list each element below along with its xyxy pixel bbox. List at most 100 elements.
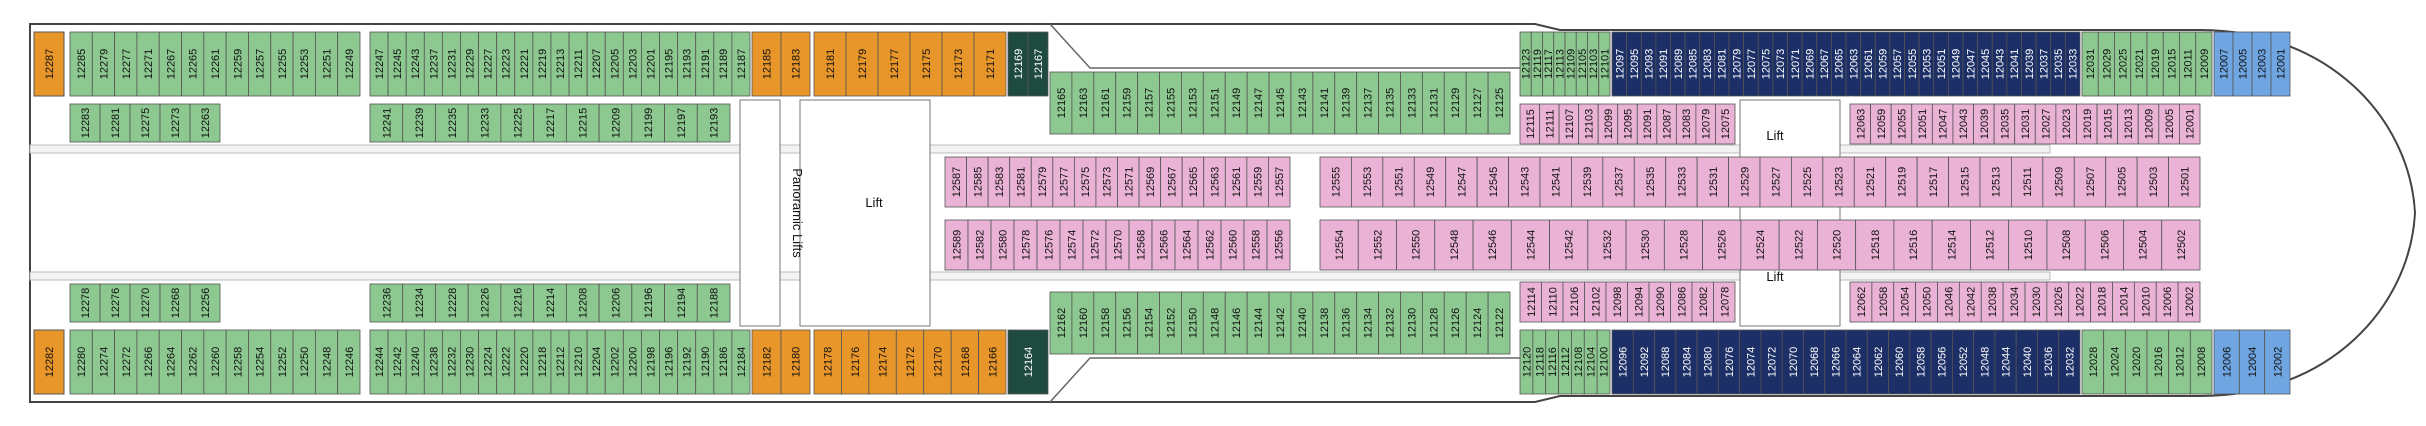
cabin-12189[interactable]: 12189 <box>713 31 733 97</box>
cabin-12184[interactable]: 12184 <box>731 329 751 395</box>
cabin-12075[interactable]: 12075 <box>1715 103 1736 145</box>
cabin-12281[interactable]: 12281 <box>99 103 131 143</box>
cabin-12046[interactable]: 12046 <box>1937 281 1960 323</box>
cabin-12103[interactable]: 12103 <box>1578 103 1599 145</box>
cabin-12232[interactable]: 12232 <box>441 329 461 395</box>
cabin-12083[interactable]: 12083 <box>1675 103 1697 145</box>
cabin-12259[interactable]: 12259 <box>225 31 249 97</box>
cabin-12218[interactable]: 12218 <box>532 329 552 395</box>
cabin-12504[interactable]: 12504 <box>2123 219 2163 271</box>
cabin-12106[interactable]: 12106 <box>1562 281 1585 323</box>
cabin-12067[interactable]: 12067 <box>1816 31 1832 97</box>
cabin-12532[interactable]: 12532 <box>1587 219 1627 271</box>
cabin-12054[interactable]: 12054 <box>1893 281 1917 323</box>
cabin-12079[interactable]: 12079 <box>1695 103 1716 145</box>
cabin-12029[interactable]: 12029 <box>2097 31 2115 97</box>
cabin-12002[interactable]: 12002 <box>2177 281 2201 323</box>
cabin-12084[interactable]: 12084 <box>1675 329 1698 395</box>
cabin-12072[interactable]: 12072 <box>1760 329 1783 395</box>
cabin-12568[interactable]: 12568 <box>1128 219 1153 271</box>
cabin-12127[interactable]: 12127 <box>1465 71 1489 135</box>
cabin-12205[interactable]: 12205 <box>604 31 624 97</box>
cabin-12088[interactable]: 12088 <box>1654 329 1677 395</box>
cabin-12543[interactable]: 12543 <box>1508 156 1541 208</box>
cabin-12523[interactable]: 12523 <box>1822 156 1855 208</box>
cabin-12056[interactable]: 12056 <box>1930 329 1953 395</box>
cabin-12243[interactable]: 12243 <box>405 31 425 97</box>
cabin-12501[interactable]: 12501 <box>2168 156 2201 208</box>
cabin-12254[interactable]: 12254 <box>248 329 272 395</box>
cabin-12558[interactable]: 12558 <box>1243 219 1268 271</box>
cabin-12144[interactable]: 12144 <box>1246 291 1270 355</box>
cabin-12111[interactable]: 12111 <box>1539 103 1560 145</box>
cabin-12102[interactable]: 12102 <box>1584 281 1607 323</box>
cabin-12136[interactable]: 12136 <box>1334 291 1358 355</box>
cabin-12119[interactable]: 12119 <box>1530 31 1544 97</box>
cabin-12570[interactable]: 12570 <box>1105 219 1130 271</box>
cabin-12055[interactable]: 12055 <box>1904 31 1920 97</box>
cabin-12264[interactable]: 12264 <box>158 329 182 395</box>
cabin-12146[interactable]: 12146 <box>1224 291 1248 355</box>
cabin-12563[interactable]: 12563 <box>1203 156 1226 208</box>
cabin-12263[interactable]: 12263 <box>189 103 221 143</box>
cabin-12537[interactable]: 12537 <box>1602 156 1635 208</box>
cabin-12123[interactable]: 12123 <box>1519 31 1533 97</box>
cabin-12503[interactable]: 12503 <box>2136 156 2169 208</box>
cabin-12241[interactable]: 12241 <box>369 103 404 143</box>
cabin-12266[interactable]: 12266 <box>136 329 160 395</box>
cabin-12094[interactable]: 12094 <box>1627 281 1650 323</box>
cabin-12202[interactable]: 12202 <box>604 329 624 395</box>
cabin-12194[interactable]: 12194 <box>664 283 698 323</box>
cabin-12576[interactable]: 12576 <box>1036 219 1061 271</box>
cabin-12140[interactable]: 12140 <box>1290 291 1314 355</box>
aft-corner-bottom[interactable]: 12282 <box>33 329 65 395</box>
cabin-12153[interactable]: 12153 <box>1181 71 1204 135</box>
cabin-12087[interactable]: 12087 <box>1656 103 1677 145</box>
cabin-12166[interactable]: 12166 <box>978 329 1007 395</box>
cabin-12168[interactable]: 12168 <box>950 329 979 395</box>
cabin-12004[interactable]: 12004 <box>2238 329 2266 395</box>
cabin-12113[interactable]: 12113 <box>1553 31 1567 97</box>
cabin-12208[interactable]: 12208 <box>565 283 600 323</box>
cabin-12510[interactable]: 12510 <box>2008 219 2048 271</box>
cabin-12014[interactable]: 12014 <box>2112 281 2135 323</box>
cabin-12021[interactable]: 12021 <box>2130 31 2148 97</box>
cabin-12031[interactable]: 12031 <box>2014 103 2036 145</box>
cabin-12122[interactable]: 12122 <box>1487 291 1511 355</box>
cabin-12001[interactable]: 12001 <box>2270 31 2291 97</box>
cabin-12142[interactable]: 12142 <box>1268 291 1292 355</box>
cabin-12220[interactable]: 12220 <box>514 329 534 395</box>
cabin-12118[interactable]: 12118 <box>1532 329 1546 395</box>
cabin-12177[interactable]: 12177 <box>877 31 911 97</box>
cabin-12152[interactable]: 12152 <box>1159 291 1182 355</box>
cabin-12239[interactable]: 12239 <box>402 103 436 143</box>
cabin-12210[interactable]: 12210 <box>568 329 588 395</box>
cabin-12572[interactable]: 12572 <box>1082 219 1107 271</box>
cabin-12117[interactable]: 12117 <box>1542 31 1556 97</box>
cabin-12182[interactable]: 12182 <box>751 329 782 395</box>
cabin-12125[interactable]: 12125 <box>1487 71 1511 135</box>
cabin-12095[interactable]: 12095 <box>1626 31 1642 97</box>
cabin-12051[interactable]: 12051 <box>1911 103 1933 145</box>
cabin-12578[interactable]: 12578 <box>1013 219 1038 271</box>
cabin-12505[interactable]: 12505 <box>2105 156 2138 208</box>
cabin-12196[interactable]: 12196 <box>631 283 665 323</box>
cabin-12525[interactable]: 12525 <box>1791 156 1824 208</box>
cabin-12048[interactable]: 12048 <box>1973 329 1996 395</box>
cabin-12176[interactable]: 12176 <box>841 329 870 395</box>
cabin-12163[interactable]: 12163 <box>1071 71 1095 135</box>
cabin-12249[interactable]: 12249 <box>337 31 361 97</box>
cabin-12260[interactable]: 12260 <box>203 329 227 395</box>
cabin-12585[interactable]: 12585 <box>966 156 989 208</box>
cabin-12580[interactable]: 12580 <box>990 219 1015 271</box>
cabin-12560[interactable]: 12560 <box>1220 219 1245 271</box>
cabin-12200[interactable]: 12200 <box>622 329 642 395</box>
cabin-12185[interactable]: 12185 <box>751 31 782 97</box>
cabin-12047[interactable]: 12047 <box>1962 31 1979 97</box>
cabin-12240[interactable]: 12240 <box>405 329 425 395</box>
cabin-12099[interactable]: 12099 <box>1597 103 1619 145</box>
cabin-12092[interactable]: 12092 <box>1632 329 1655 395</box>
cabin-12211[interactable]: 12211 <box>568 31 588 97</box>
cabin-12502[interactable]: 12502 <box>2161 219 2201 271</box>
cabin-12167[interactable]: 12167 <box>1027 31 1049 97</box>
